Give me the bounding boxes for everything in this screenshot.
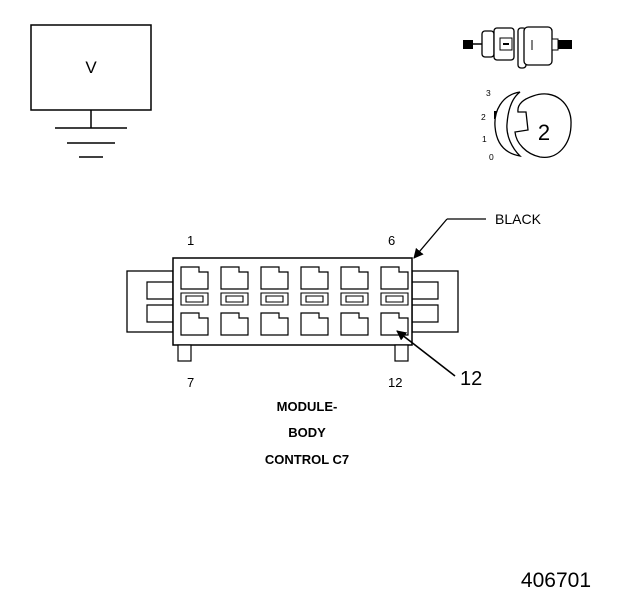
connector-title-line-3: CONTROL C7 bbox=[265, 452, 349, 467]
pin-cavity-2 bbox=[220, 266, 249, 290]
color-leader-arrow bbox=[413, 218, 448, 259]
voltmeter-symbol: V bbox=[30, 24, 152, 158]
ignition-key bbox=[514, 93, 572, 158]
pin-label-1: 1 bbox=[187, 233, 194, 248]
pin-cavity-3 bbox=[260, 266, 289, 290]
ignition-position-0: 0 bbox=[489, 152, 494, 162]
pin-12-callout-label: 12 bbox=[460, 368, 482, 390]
color-label: BLACK bbox=[495, 211, 542, 227]
connector-title-line-1: MODULE- bbox=[277, 399, 338, 414]
pin-latch-tab bbox=[340, 292, 369, 306]
pin-cavity-1 bbox=[180, 266, 209, 290]
ignition-switch-icon: 3 2 1 0 2 bbox=[481, 88, 572, 162]
color-callout: BLACK bbox=[413, 211, 542, 259]
connector-title-line-2: BODY bbox=[288, 425, 326, 440]
connector-c7: 1 6 7 12 bbox=[126, 233, 459, 390]
ignition-selected-position: 2 bbox=[538, 120, 550, 145]
pin-latch-tab bbox=[220, 292, 249, 306]
pin-label-6: 6 bbox=[388, 233, 395, 248]
ignition-position-3: 3 bbox=[486, 88, 491, 98]
ignition-switch-body bbox=[494, 91, 522, 157]
pin-cavity-4 bbox=[300, 266, 329, 290]
left-latch bbox=[126, 270, 174, 333]
ignition-position-1: 1 bbox=[482, 134, 487, 144]
pin-latch-tab bbox=[380, 292, 409, 306]
pin-cavity-7 bbox=[180, 312, 209, 336]
voltmeter-label: V bbox=[85, 58, 97, 77]
pin-12-arrow bbox=[396, 330, 456, 377]
connector-title: MODULE- BODY CONTROL C7 bbox=[265, 399, 349, 467]
connector-disconnect-icon bbox=[463, 26, 572, 69]
pin-latch-tab bbox=[300, 292, 329, 306]
pin-label-12: 12 bbox=[388, 375, 402, 390]
pin-cavity-10 bbox=[300, 312, 329, 336]
figure-number: 406701 bbox=[521, 569, 591, 592]
pin-cavity-5 bbox=[340, 266, 369, 290]
pin-cavity-12 bbox=[380, 312, 409, 336]
pin-cavity-6 bbox=[380, 266, 409, 290]
pin-cavities bbox=[180, 266, 409, 336]
connector-housing bbox=[172, 257, 413, 346]
right-latch bbox=[411, 270, 459, 333]
pin-latch-tab bbox=[180, 292, 209, 306]
pin-12-callout: 12 bbox=[396, 330, 482, 390]
housing-foot-right bbox=[394, 344, 409, 362]
pin-cavity-9 bbox=[260, 312, 289, 336]
pin-cavity-8 bbox=[220, 312, 249, 336]
pin-label-7: 7 bbox=[187, 375, 194, 390]
housing-foot-left bbox=[177, 344, 192, 362]
pin-latch-tab bbox=[260, 292, 289, 306]
pin-cavity-11 bbox=[340, 312, 369, 336]
ignition-position-2: 2 bbox=[481, 112, 486, 122]
